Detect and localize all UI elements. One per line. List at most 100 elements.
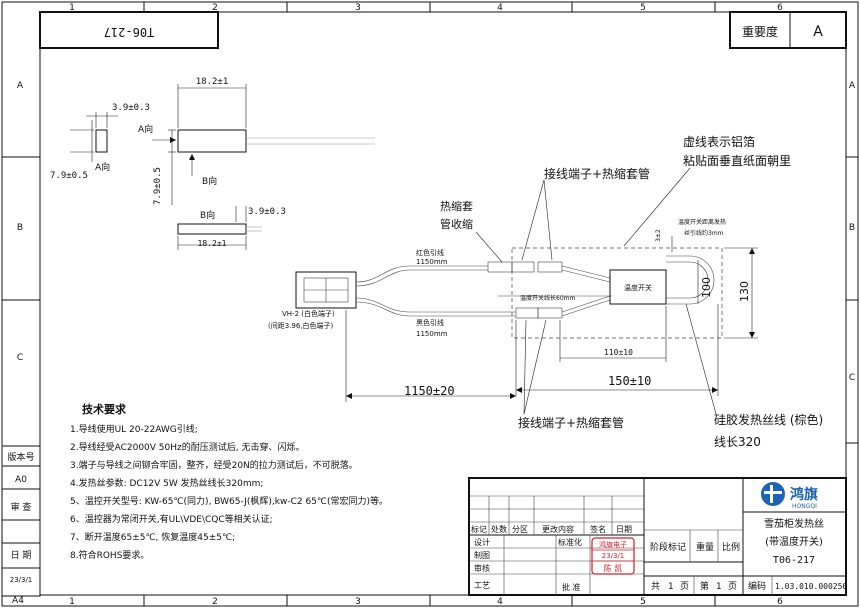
- rev-header: 处数: [491, 524, 507, 534]
- dashed-note-2: 粘贴面垂直纸面朝里: [683, 153, 791, 168]
- company-name-en: HONGQI: [792, 503, 817, 510]
- product-name-1: 雪茄柜发热丝: [764, 517, 824, 530]
- row-label: B: [849, 223, 855, 233]
- switch-top-view: B向 3.9±0.3 18.2±1: [177, 206, 286, 250]
- standardize-label: 标准化: [558, 537, 582, 547]
- black-wire-label-2: 1150mm: [416, 330, 448, 338]
- thermostat-body: [609, 269, 667, 305]
- tech-req-item: 7、断开温度65±5℃, 恢复温度45±5℃;: [70, 531, 235, 543]
- code-value: 1.03.010.000250: [775, 582, 847, 591]
- view-b-label: B向: [202, 175, 217, 187]
- col-label: 3: [355, 597, 361, 607]
- col-label: 5: [640, 3, 646, 13]
- callouts: 虚线表示铝箔 粘贴面垂直纸面朝里 接线端子+热缩套管 热缩套 管收缩 接线端子+…: [440, 134, 823, 449]
- view-a-title: A向: [95, 161, 110, 173]
- tech-req-item: 6、温控器为常闭开关,有UL\VDE\CQC等相关认证;: [70, 513, 273, 525]
- left-margin-boxes: 版本号 A0 审 查 日 期 23/3/1: [1, 445, 41, 597]
- row-label: B: [17, 223, 23, 233]
- approve-label: 批 准: [562, 582, 581, 592]
- company-name-cn: 鸿旗: [790, 486, 818, 503]
- total-value: 1: [668, 582, 674, 592]
- main-dimensions: 100 130 110±10 150±10 1150±20: [345, 247, 758, 402]
- rev-header: 签名: [590, 524, 606, 534]
- stamp-name: 陈 凯: [604, 563, 623, 573]
- switch-distance-2: 丝引线约3mm: [684, 229, 724, 237]
- black-wire-label-1: 黑色引线: [416, 318, 444, 327]
- stamp-company: 鸿旗电子: [599, 540, 627, 549]
- tech-req-item: 2.导线经受AC2000V 50Hz的耐压测试后, 无击穿、闪烁。: [70, 441, 304, 453]
- company-logo: 鸿旗 HONGQI: [761, 482, 818, 510]
- column-labels: 1 2 3 4 5 6 1 2 3 4 5 6 A4: [12, 3, 783, 607]
- approval-stamp: 鸿旗电子 23/3/1 陈 凯: [591, 537, 635, 575]
- dim-100: 100: [700, 277, 713, 298]
- sheet-size: A4: [12, 596, 24, 606]
- sheet-value: 1: [716, 582, 722, 592]
- tech-req-item: 1.导线使用UL 20-22AWG引线;: [70, 423, 198, 435]
- silicone-wire-2: 线长320: [714, 435, 761, 449]
- thermostat-label: 温度开关: [624, 283, 652, 292]
- product-code: T06-217: [773, 555, 815, 566]
- stamp-date: 23/3/1: [602, 552, 625, 560]
- importance-label: 重要度: [742, 24, 778, 39]
- row-draft: 制图: [474, 550, 490, 560]
- header-importance-box: 重要度 A: [729, 11, 847, 49]
- product-name-2: (带温度开关): [765, 535, 823, 548]
- rev-header: 标记: [471, 524, 487, 534]
- view-b-title: B向: [200, 209, 215, 221]
- gap-dim: 3±2: [655, 229, 662, 242]
- silicone-wire-1: 硅胶发热丝线 (棕色): [714, 412, 823, 427]
- row-label: C: [17, 353, 23, 363]
- switch-distance-1: 温度开关距离发热: [678, 218, 726, 226]
- red-wire-label-1: 红色引线: [416, 248, 444, 257]
- technical-requirements: 技术要求 1.导线使用UL 20-22AWG引线; 2.导线经受AC2000V …: [70, 402, 388, 561]
- row-labels: A B C A B C: [17, 81, 856, 383]
- tech-req-title: 技术要求: [82, 402, 127, 416]
- switch-side-view: 18.2±1 3.9±0.3 7.9±0.5 A向 B向 A向 7.9±0.5: [50, 77, 375, 205]
- col-label: 4: [497, 597, 503, 607]
- col-label: 6: [777, 3, 783, 13]
- dim-thickness-2: 3.9±0.3: [248, 207, 286, 217]
- dashed-note-1: 虚线表示铝箔: [683, 134, 755, 149]
- date-label: 日 期: [11, 550, 32, 561]
- rev-header: 分区: [512, 525, 528, 534]
- connector-label-2: (间距3.96,白色端子): [268, 321, 334, 330]
- red-wire-label-2: 1150mm: [416, 258, 448, 266]
- heater-assembly: 温度开关 温度开关线长60mm 温度开关距离发热 丝引线约3mm 3±2: [511, 218, 726, 339]
- dim-width: 7.9±0.5: [50, 171, 88, 181]
- tech-req-item: 8.符合ROHS要求。: [70, 549, 149, 561]
- foil-outline: [511, 247, 723, 339]
- lead-wires: 红色引线 1150mm 黑色引线 1150mm: [355, 248, 612, 338]
- title-block: 标记 处数 分区 更改内容 签名 日期 设计 制图 审核 工艺 标准化 批 准 …: [468, 477, 847, 596]
- dim-1150: 1150±20: [404, 384, 455, 398]
- row-check: 审核: [474, 563, 490, 573]
- dim-width-2: 7.9±0.5: [153, 167, 163, 205]
- heat-shrink-2: 管收缩: [440, 217, 473, 231]
- header-code-box: T06-217: [39, 11, 219, 49]
- sheet-label: 第: [700, 580, 709, 592]
- row-label: C: [849, 373, 855, 383]
- code-label: 编码: [748, 580, 766, 592]
- dim-130: 130: [738, 281, 751, 302]
- total-unit: 页: [680, 581, 689, 592]
- review-label: 审 查: [11, 501, 32, 513]
- part-code-mirrored: T06-217: [104, 25, 155, 39]
- dim-110: 110±10: [604, 348, 633, 357]
- connector-label-1: VH-2 (白色端子): [282, 309, 335, 318]
- stage-mark-label: 阶段标记: [650, 541, 686, 553]
- row-process: 工艺: [474, 581, 490, 590]
- weight-label: 重量: [696, 541, 714, 553]
- col-label: 6: [777, 597, 783, 607]
- row-label: A: [17, 81, 24, 91]
- col-label: 1: [69, 597, 75, 607]
- rev-header: 更改内容: [542, 524, 574, 534]
- importance-value: A: [813, 24, 823, 40]
- version-label: 版本号: [7, 451, 34, 463]
- heat-shrink-1: 热缩套: [440, 200, 473, 213]
- tech-req-item: 5、温控开关型号: KW-65℃(同力), BW65-J(枫辉),kw-C2 6…: [70, 495, 388, 507]
- tech-req-item: 3.端子与导线之间铆合牢固，整齐，经受20N的拉力测试后，不可脱落。: [70, 459, 358, 471]
- row-design: 设计: [474, 537, 490, 547]
- scale-label: 比例: [722, 541, 740, 553]
- view-a-label: A向: [138, 123, 153, 135]
